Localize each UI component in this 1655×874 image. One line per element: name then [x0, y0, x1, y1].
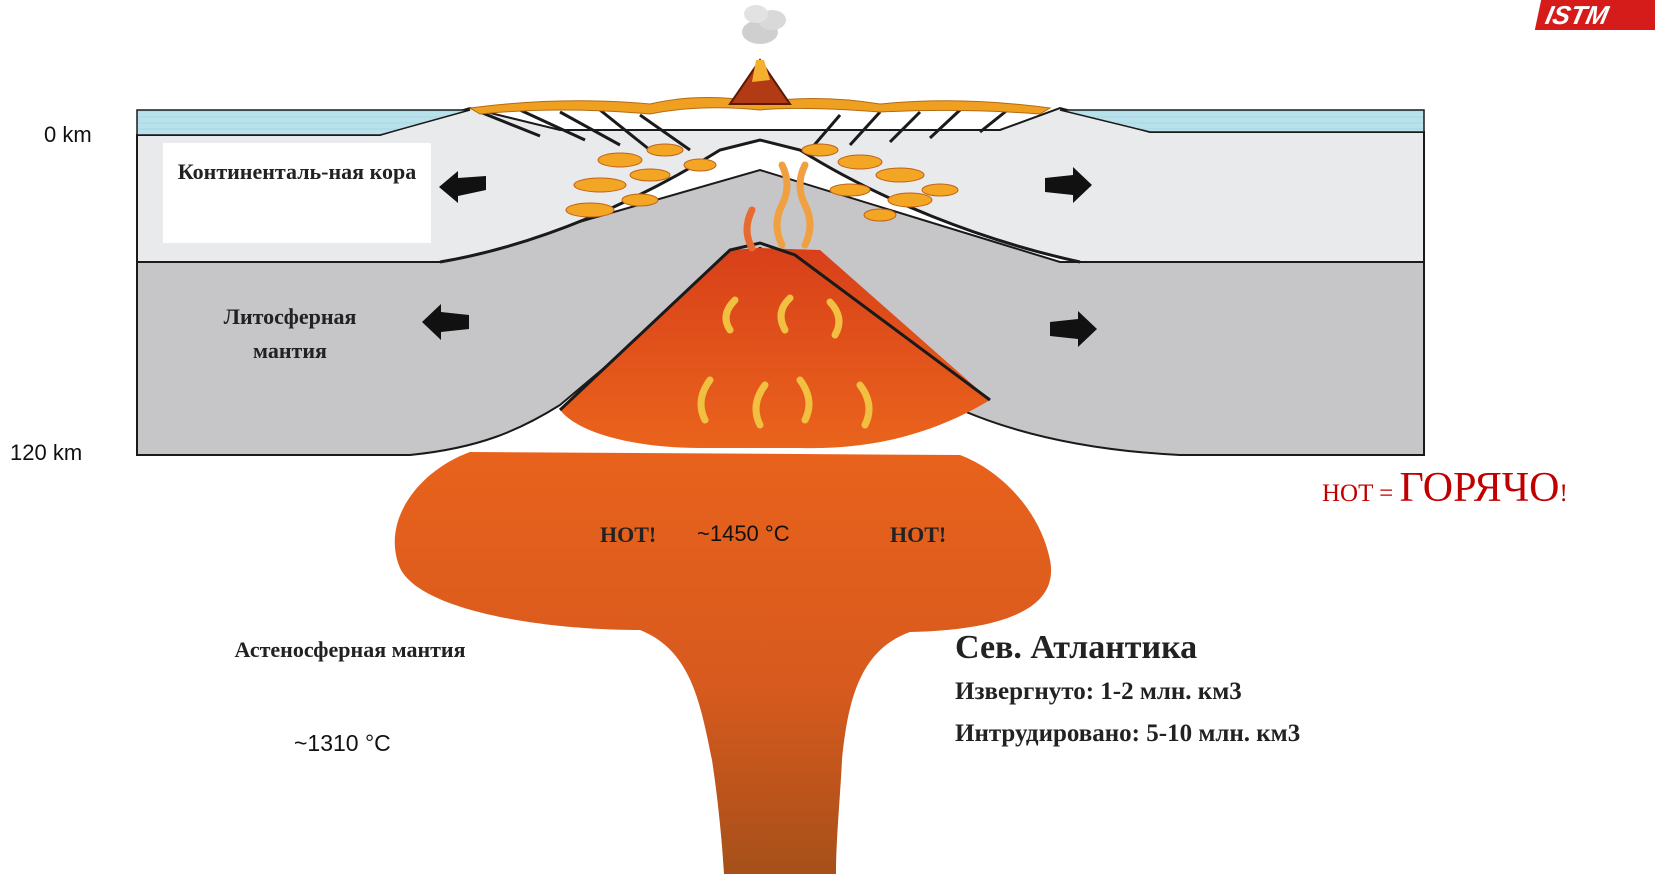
info-title: Сев. Атлантика	[955, 625, 1300, 671]
mantle-plume	[395, 452, 1051, 874]
hot-label-left: HOT!	[600, 522, 656, 548]
depth-label-0km: 0 km	[44, 122, 92, 148]
logo: ISTM	[1535, 0, 1655, 30]
asthenosphere-temperature: ~1310 °C	[294, 730, 391, 757]
logo-text: ISTM	[1543, 0, 1611, 30]
north-atlantic-info: Сев. Атлантика Извергнуто: 1-2 млн. км3 …	[955, 625, 1300, 755]
hot-label-right: HOT!	[890, 522, 946, 548]
continental-crust-label: Континенталь-ная кора	[163, 154, 431, 190]
erupted-volume: Извергнуто: 1-2 млн. км3	[955, 671, 1300, 713]
asthenospheric-mantle-label: Астеносферная мантия	[230, 632, 470, 668]
volcano-icon	[730, 5, 790, 104]
translation-word: ГОРЯЧО	[1400, 465, 1560, 511]
intruded-volume: Интрудировано: 5-10 млн. км3	[955, 713, 1300, 755]
plume-temperature: ~1450 °C	[697, 521, 790, 547]
hot-translation-note: HOT = ГОРЯЧО!	[1322, 464, 1568, 512]
translation-suffix: !	[1559, 480, 1567, 507]
depth-label-120km: 120 km	[10, 440, 82, 466]
lithospheric-mantle-label: Литосферная мантия	[190, 300, 390, 368]
translation-prefix: HOT =	[1322, 480, 1400, 507]
